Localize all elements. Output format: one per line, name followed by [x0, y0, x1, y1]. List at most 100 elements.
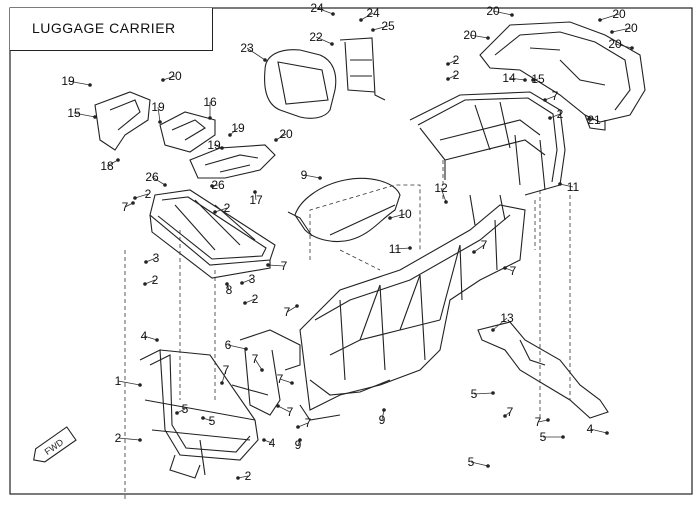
callout-26: 26	[211, 178, 225, 192]
callout-20: 20	[624, 21, 638, 35]
callout-11: 11	[567, 180, 580, 194]
bolt-icon	[210, 184, 214, 188]
callout-leader	[157, 106, 161, 123]
callout-20: 20	[463, 28, 477, 42]
callout-4: 4	[587, 422, 594, 436]
callout-19: 19	[151, 100, 165, 114]
bolt-icon	[158, 120, 162, 124]
callout-11: 11	[389, 242, 402, 256]
seat	[287, 177, 401, 243]
bolt-icon	[213, 210, 217, 214]
callout-leader	[117, 380, 141, 386]
callout-leader	[469, 34, 489, 39]
callout-leader	[473, 244, 485, 253]
bolt-icon	[296, 425, 300, 429]
bolt-icon	[243, 301, 247, 305]
leader-lines	[124, 160, 571, 500]
callout-leader	[599, 13, 620, 21]
bolt-icon	[359, 18, 363, 22]
bolt-icon	[491, 328, 495, 332]
title-box: LUGGAGE CARRIER	[10, 8, 213, 51]
callout-20: 20	[486, 4, 500, 18]
bolt-icon	[161, 78, 165, 82]
bolt-icon	[163, 183, 167, 187]
callout-leader	[372, 25, 389, 31]
bolt-icon	[561, 435, 565, 439]
bolt-icon	[143, 282, 147, 286]
callout-7: 7	[481, 238, 488, 252]
callout-17: 17	[249, 193, 263, 207]
callout-leader	[162, 75, 176, 81]
bolt-icon	[503, 414, 507, 418]
callout-7: 7	[281, 259, 288, 273]
bolt-icon	[610, 30, 614, 34]
bolt-icon	[605, 431, 609, 435]
callout-2: 2	[115, 431, 122, 445]
bolt-icon	[290, 381, 294, 385]
rear-box	[479, 21, 646, 131]
callout-leader	[221, 369, 227, 384]
bolt-icon	[240, 281, 244, 285]
callout-7: 7	[287, 405, 294, 419]
bolt-icon	[93, 115, 97, 119]
callout-leader	[106, 159, 119, 167]
bolt-icon	[472, 250, 476, 254]
bolt-icon	[155, 338, 159, 342]
callout-19: 19	[61, 74, 75, 88]
callout-leader	[117, 437, 141, 441]
bolt-icon	[486, 36, 490, 40]
callout-leader	[275, 133, 287, 141]
callout-2: 2	[245, 469, 252, 483]
callout-13: 13	[500, 311, 514, 325]
callout-leader	[559, 183, 574, 188]
outer-border	[9, 7, 693, 495]
main-frame	[299, 194, 526, 421]
callout-5: 5	[182, 402, 189, 416]
callout-20: 20	[168, 69, 182, 83]
callout-4: 4	[269, 436, 276, 450]
bolt-icon	[220, 146, 224, 150]
callout-leader	[246, 47, 266, 61]
front-bracket	[231, 329, 301, 416]
bolt-icon	[228, 133, 232, 137]
callout-leader	[227, 344, 247, 350]
callout-2: 2	[152, 273, 159, 287]
callout-5: 5	[209, 414, 216, 428]
bolt-icon	[408, 246, 412, 250]
bolt-icon	[503, 266, 507, 270]
backrest-bracket	[339, 37, 386, 101]
callout-6: 6	[225, 338, 232, 352]
callout-leader	[389, 213, 406, 219]
bolt-icon	[587, 117, 591, 121]
callout-leader	[214, 207, 228, 213]
callout-9: 9	[379, 413, 386, 427]
backrest	[264, 49, 337, 119]
callout-9: 9	[295, 438, 302, 452]
callout-leader	[277, 405, 291, 413]
callout-2: 2	[453, 53, 460, 67]
callout-25: 25	[381, 19, 395, 33]
callout-leader	[440, 187, 447, 203]
callout-leader	[134, 193, 149, 199]
callout-16: 16	[203, 95, 217, 109]
bolt-icon	[331, 12, 335, 16]
bolt-icon	[263, 58, 267, 62]
callout-9: 9	[301, 168, 308, 182]
callout-leader	[254, 358, 263, 371]
callout-leader	[508, 77, 526, 81]
callout-leader	[267, 264, 285, 267]
callout-7: 7	[223, 363, 230, 377]
bolt-icon	[630, 46, 634, 50]
bolt-icon	[225, 282, 229, 286]
callout-leader	[614, 43, 633, 49]
callout-leader	[470, 461, 489, 467]
bolt-icon	[116, 158, 120, 162]
bolt-icon	[244, 347, 248, 351]
callout-3: 3	[249, 272, 256, 286]
callout-15: 15	[531, 72, 545, 86]
callout-7: 7	[284, 305, 291, 319]
bolt-icon	[138, 383, 142, 387]
bolt-icon	[491, 391, 495, 395]
callout-20: 20	[279, 127, 293, 141]
